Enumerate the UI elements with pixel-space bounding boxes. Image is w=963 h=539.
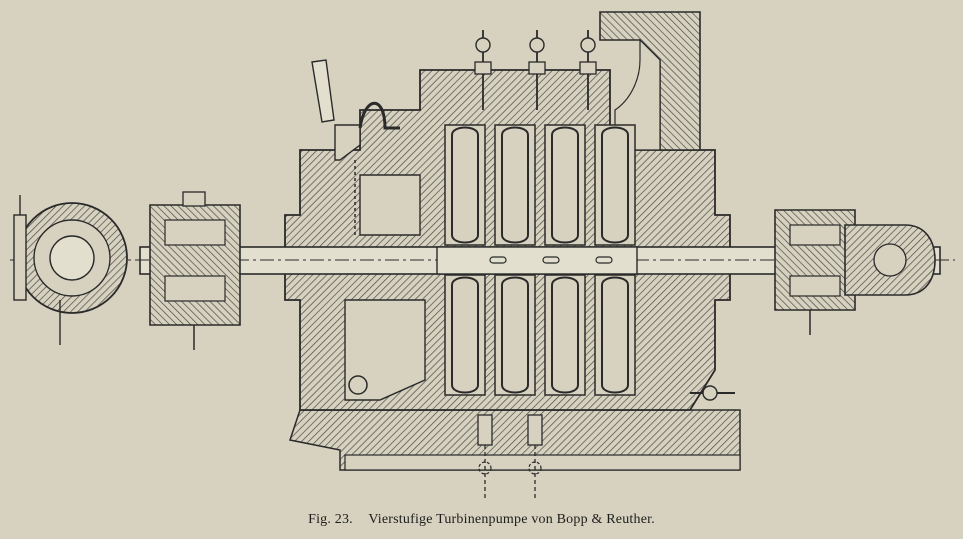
vent-valve-1: [474, 30, 492, 110]
stage-3-upper: [544, 124, 586, 246]
stage-impellers-upper: [444, 124, 636, 246]
stage-1-upper: [444, 124, 486, 246]
vent-valve-2: [528, 30, 546, 110]
stage-impellers-lower: [444, 274, 636, 396]
base-feet: [289, 409, 741, 471]
vent-valves: [474, 30, 597, 110]
drain-valve-1: [477, 414, 493, 500]
drain-valve-2: [527, 414, 543, 500]
figure-title: Vierstufige Turbinenpumpe von Bopp & Reu…: [368, 512, 655, 527]
suction-chamber: [344, 174, 426, 401]
figure-caption: Fig. 23. Vierstufige Turbinenpumpe von B…: [0, 512, 963, 528]
stage-4-upper: [594, 124, 636, 246]
pump-sectional-drawing: [10, 11, 955, 500]
end-bearing-cross-section: [13, 195, 128, 345]
left-bearing-housing: [149, 191, 241, 350]
control-lever: [311, 59, 400, 235]
drain-valves: [477, 414, 543, 500]
stage-2-upper: [494, 124, 536, 246]
right-bearing-housing: [774, 209, 936, 335]
figure-number: Fig. 23.: [308, 512, 353, 527]
discharge-nozzle: [599, 11, 701, 151]
vent-valve-3: [579, 30, 597, 110]
side-cock: [690, 385, 735, 401]
